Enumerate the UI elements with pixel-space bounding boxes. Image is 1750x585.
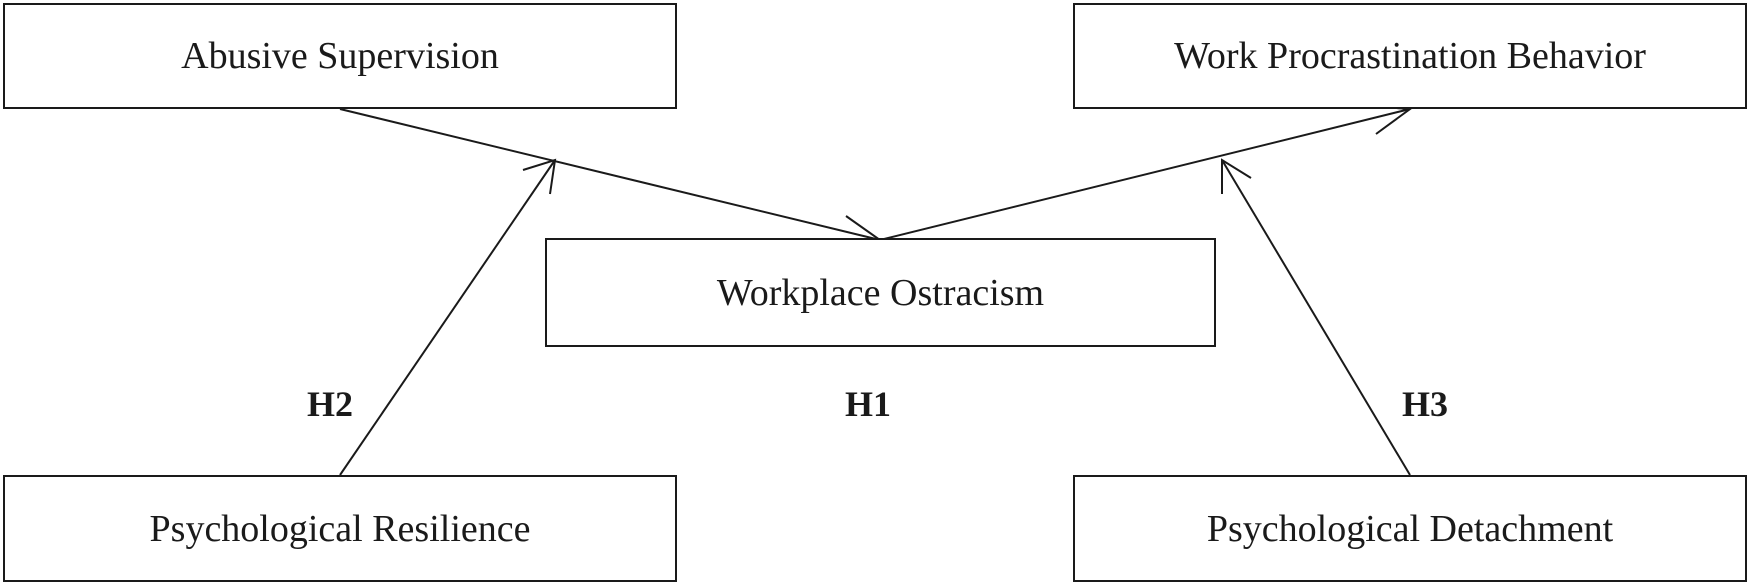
hypothesis-h3-label: H3 xyxy=(1402,384,1449,424)
work-procrastination-label: Work Procrastination Behavior xyxy=(1174,35,1646,77)
workplace-ostracism-box: Workplace Ostracism xyxy=(545,238,1216,347)
abusive-supervision-box: Abusive Supervision xyxy=(3,3,677,109)
psychological-resilience-box: Psychological Resilience xyxy=(3,475,677,582)
hypothesis-h2-label: H2 xyxy=(307,384,354,424)
arrow-detachment-moderation xyxy=(1221,159,1411,476)
arrowhead-detachment-moderation xyxy=(1221,158,1252,194)
psychological-resilience-label: Psychological Resilience xyxy=(149,507,531,550)
hypothesis-h1-label: H1 xyxy=(845,384,892,424)
arrow-ostracism-to-procrastination xyxy=(879,108,1411,241)
arrowhead-resilience-moderation xyxy=(522,158,557,195)
work-procrastination-box: Work Procrastination Behavior xyxy=(1073,3,1747,109)
arrow-abusive-to-ostracism xyxy=(339,108,881,241)
psychological-detachment-box: Psychological Detachment xyxy=(1073,475,1747,582)
psychological-detachment-label: Psychological Detachment xyxy=(1206,507,1614,550)
abusive-supervision-label: Abusive Supervision xyxy=(181,35,499,77)
workplace-ostracism-label: Workplace Ostracism xyxy=(716,271,1045,314)
arrow-resilience-moderation xyxy=(339,159,556,476)
